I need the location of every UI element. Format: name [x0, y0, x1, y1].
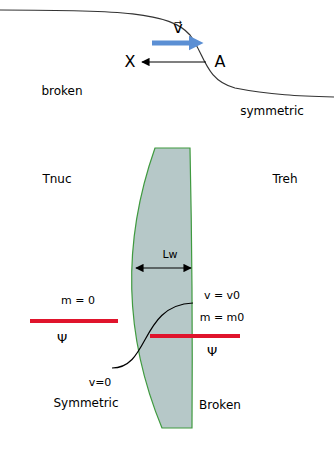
vev-label: v=0: [89, 377, 112, 389]
width-label: Lw: [162, 249, 177, 261]
label-text: v⃗: [173, 18, 182, 37]
field-label: Ψ: [57, 332, 67, 346]
vev-profile: [112, 303, 193, 368]
label-text: Lw: [162, 248, 177, 261]
label-text: X: [125, 52, 136, 71]
label-text: Tnuc: [42, 172, 71, 186]
label-text: Symmetric: [53, 396, 118, 410]
label-text: Ψ: [207, 344, 217, 359]
width-arrow: [136, 267, 191, 268]
region-label: Symmetric: [53, 397, 118, 410]
label-text: Treh: [272, 172, 297, 186]
velocity-label: v⃗: [173, 19, 182, 37]
mass-bar: [30, 319, 118, 323]
label-text: Ψ: [57, 331, 67, 346]
vev-label: v = v0: [204, 290, 240, 302]
point-label: A: [215, 53, 226, 71]
mass-label: m = m0: [200, 312, 245, 324]
direction-arrow: [142, 61, 206, 62]
label-text: v=0: [89, 376, 112, 389]
point-label: X: [125, 53, 136, 71]
region-label: Broken: [199, 399, 241, 412]
label-text: v = v0: [204, 289, 240, 302]
velocity-arrow: [152, 41, 196, 46]
label-text: broken: [41, 84, 82, 98]
temperature-label: Treh: [272, 173, 297, 186]
phase-label: symmetric: [240, 105, 304, 118]
mass-label: m = 0: [61, 295, 95, 307]
label-text: m = m0: [200, 311, 245, 324]
wall-profile-curve: [0, 10, 334, 97]
label-text: symmetric: [240, 104, 304, 118]
field-label: Ψ: [207, 345, 217, 359]
label-text: A: [215, 52, 226, 71]
temperature-label: Tnuc: [42, 173, 71, 186]
label-text: Broken: [199, 398, 241, 412]
label-text: m = 0: [61, 294, 95, 307]
phase-label: broken: [41, 85, 82, 98]
bubble-wall: [132, 148, 193, 428]
mass-bar: [150, 334, 240, 338]
